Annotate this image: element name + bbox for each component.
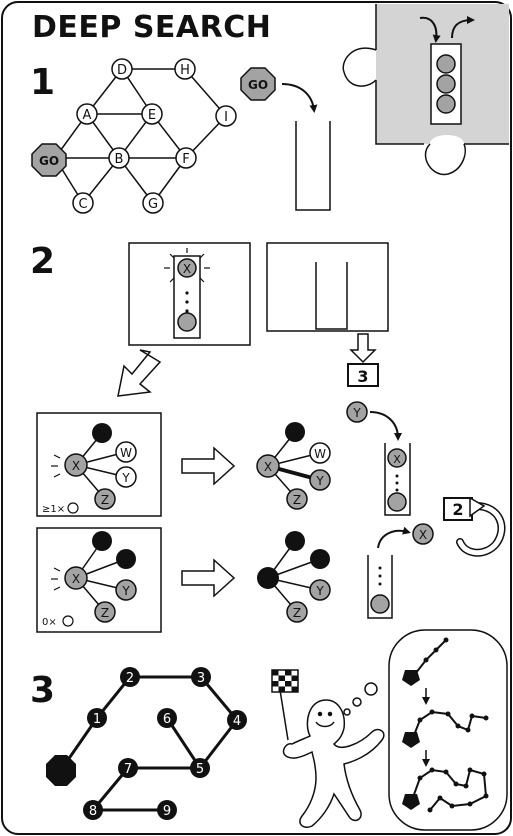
- down-left-arrow: [117, 349, 162, 397]
- svg-text:3: 3: [357, 367, 368, 386]
- graph-node-c: C: [72, 192, 94, 214]
- push-neighbor-stack: Y X: [346, 401, 411, 516]
- goto-step-2-badge: 2: [443, 496, 506, 557]
- svg-text:Y: Y: [315, 584, 324, 598]
- graph-node-a: A: [76, 103, 98, 125]
- svg-text:C: C: [78, 197, 87, 212]
- svg-text:E: E: [148, 108, 156, 123]
- path-node-9: 9: [157, 800, 177, 820]
- path-start-octagon: [46, 755, 76, 786]
- svg-text:Z: Z: [101, 493, 109, 507]
- svg-text:2: 2: [126, 671, 134, 686]
- svg-text:8: 8: [89, 804, 97, 819]
- path-node-6: 6: [157, 708, 177, 728]
- case-unvisited-result: W Y Z X: [256, 422, 331, 510]
- svg-text:B: B: [115, 152, 124, 167]
- graph-node-f: F: [175, 147, 197, 169]
- graph-node-g: G: [142, 192, 164, 214]
- path-node-1: 1: [87, 708, 107, 728]
- push-label: Y: [352, 406, 361, 420]
- empty-stack-panel: [266, 242, 389, 332]
- unvisited-count-label: ≥1×: [42, 504, 65, 515]
- svg-text:GO: GO: [39, 154, 59, 168]
- svg-text:Z: Z: [293, 606, 301, 620]
- svg-text:G: G: [148, 197, 158, 212]
- stack-top-label: X: [183, 262, 191, 276]
- svg-text:Z: Z: [293, 493, 301, 507]
- case-2-arrow: [181, 558, 236, 598]
- path-node-8: 8: [83, 800, 103, 820]
- path-node-5: 5: [190, 758, 210, 778]
- graph-node-b: B: [108, 147, 130, 169]
- pop-label: X: [419, 528, 427, 542]
- graph-node-d: D: [111, 58, 133, 80]
- svg-text:H: H: [180, 63, 190, 78]
- svg-text:2: 2: [452, 500, 463, 519]
- svg-text:3: 3: [197, 671, 205, 686]
- case-no-unvisited-result: Y Z: [257, 531, 331, 623]
- step-3-number: 3: [30, 670, 55, 711]
- svg-text:7: 7: [124, 762, 132, 777]
- page-title: DEEP SEARCH: [32, 10, 272, 45]
- case-no-unvisited-panel: Y Z X 0×: [36, 527, 162, 633]
- svg-text:Y: Y: [121, 471, 130, 485]
- svg-text:F: F: [182, 152, 189, 167]
- svg-text:Y: Y: [121, 584, 130, 598]
- path-node-7: 7: [118, 758, 138, 778]
- go-octagon-start: GO: [31, 143, 67, 177]
- svg-text:W: W: [314, 447, 326, 461]
- push-arrow: [281, 83, 318, 113]
- svg-text:W: W: [120, 446, 132, 460]
- step-2-number: 2: [30, 241, 55, 282]
- path-node-4: 4: [227, 710, 247, 730]
- graph-edges: [54, 68, 227, 204]
- path-node-2: 2: [120, 667, 140, 687]
- path-node-3: 3: [191, 667, 211, 687]
- stack-puzzle-panel: [342, 4, 509, 176]
- svg-text:X: X: [72, 572, 80, 586]
- svg-text:GO: GO: [248, 78, 268, 92]
- svg-text:D: D: [117, 63, 127, 78]
- person-with-flag-illustration: [271, 669, 385, 828]
- graph-node-i: I: [215, 105, 237, 127]
- step-1-number: 1: [30, 62, 55, 103]
- svg-text:4: 4: [233, 714, 241, 729]
- go-octagon-push: GO: [240, 67, 276, 101]
- svg-text:Z: Z: [101, 606, 109, 620]
- svg-text:1: 1: [93, 712, 101, 727]
- case-1-arrow: [181, 446, 236, 486]
- svg-text:X: X: [393, 453, 401, 466]
- case-unvisited-panel: W Y Z X ≥1×: [36, 412, 162, 517]
- graph-node-e: E: [141, 103, 163, 125]
- no-unvisited-count-label: 0×: [42, 617, 57, 628]
- svg-text:A: A: [83, 108, 92, 123]
- goto-step-3-badge: 3: [347, 333, 379, 387]
- svg-text:6: 6: [163, 712, 171, 727]
- inspect-top-panel: X: [128, 242, 251, 346]
- svg-text:9: 9: [163, 804, 171, 819]
- svg-text:X: X: [72, 459, 80, 473]
- svg-text:Y: Y: [315, 474, 324, 488]
- svg-text:X: X: [264, 460, 272, 474]
- svg-text:I: I: [224, 110, 228, 125]
- pop-stack: X: [367, 523, 434, 619]
- search-progress-thought: [388, 629, 508, 831]
- path-edges: [59, 675, 239, 812]
- graph-node-h: H: [174, 58, 196, 80]
- empty-stack: [295, 121, 331, 211]
- svg-text:5: 5: [196, 762, 204, 777]
